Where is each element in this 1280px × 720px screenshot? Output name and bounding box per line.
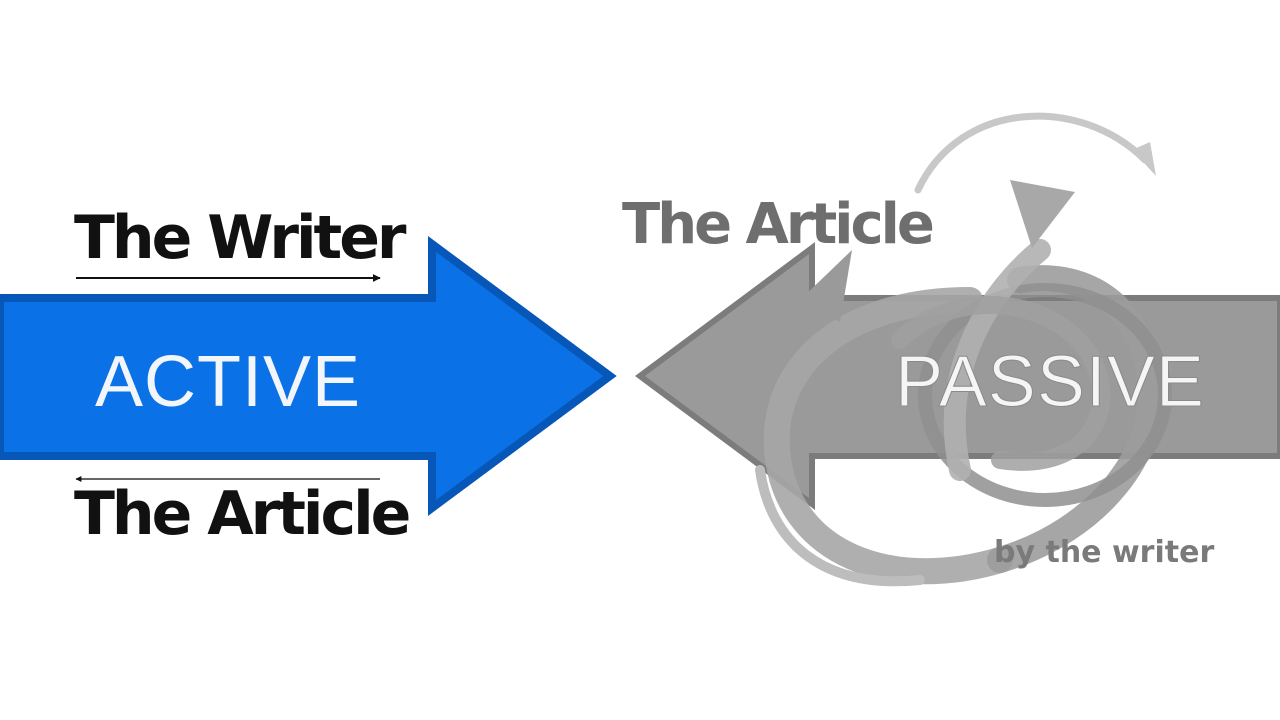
active-object-label: The Article [74,479,409,549]
active-arrow-icon [0,236,617,516]
passive-subject-label: The Article [622,192,933,257]
active-subject-label: The Writer [74,203,407,273]
active-title: ACTIVE [95,342,361,422]
circular-swirl-arrows-icon [755,112,1172,587]
passive-title: PASSIVE [895,342,1205,422]
passive-agent-label: by the writer [994,535,1214,570]
